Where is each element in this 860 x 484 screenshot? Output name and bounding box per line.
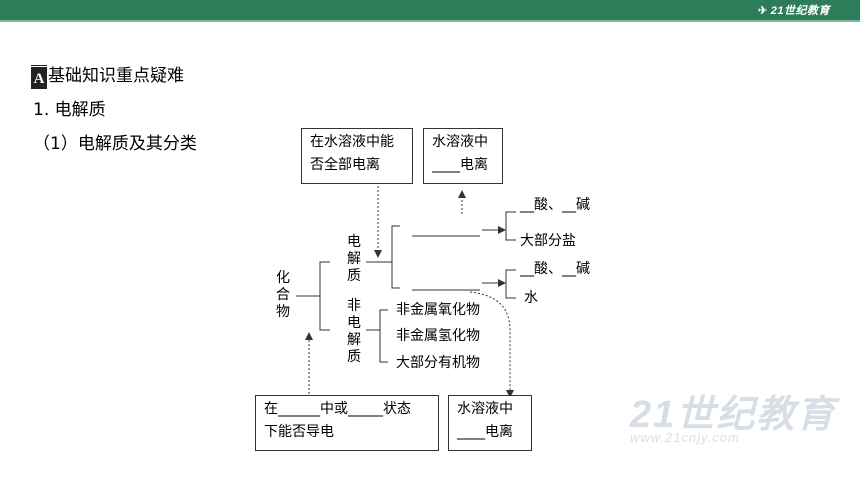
root-bracket <box>319 261 330 331</box>
box-bottom-blank: 水溶液中 ____电离 <box>448 395 532 451</box>
dotted-arrow-bottom <box>469 291 514 398</box>
weak-bracket <box>505 269 516 299</box>
strong-item-salt: 大部分盐 <box>520 233 576 249</box>
brand-text: 21世纪教育 <box>770 5 830 17</box>
root-char: 物 <box>276 304 290 320</box>
non-electrolyte-label: 非 电 解 质 <box>346 298 362 366</box>
box-ionize-all-line1: 在水溶液中能 <box>310 134 394 150</box>
electrolyte-bracket <box>391 225 400 289</box>
subtopic-heading: （1）电解质及其分类 <box>33 134 197 154</box>
box-ionize-all-line2: 否全部电离 <box>310 157 380 173</box>
section-title: 基础知识重点疑难 <box>48 66 184 86</box>
box-bottom-blank-line1: 水溶液中 <box>457 401 513 417</box>
non-electrolyte-item-hydride: 非金属氢化物 <box>396 328 480 344</box>
strong-item-acid-base: __酸、__碱 <box>520 197 590 213</box>
non-electrolyte-item-organic: 大部分有机物 <box>396 355 480 371</box>
section-badge: A <box>31 65 47 89</box>
runner-logo-icon: ✈ <box>758 5 768 17</box>
root-char: 合 <box>276 287 290 303</box>
non-electrolyte-char: 电 <box>347 315 361 331</box>
weak-item-water: 水 <box>524 290 538 306</box>
strong-bracket <box>505 211 516 241</box>
box-top-blank-line1: 水溶液中 <box>432 134 488 150</box>
banner-underline <box>0 20 860 22</box>
electrolyte-char: 电 <box>347 234 361 250</box>
box-conduct-line1: 在______中或_____状态 <box>264 401 411 417</box>
electrolyte-char: 质 <box>347 268 361 284</box>
box-ionize-all: 在水溶液中能 否全部电离 <box>301 128 413 184</box>
root-label: 化 合 物 <box>275 270 291 321</box>
non-electrolyte-item-oxide: 非金属氧化物 <box>396 302 480 318</box>
box-top-blank-line2: ____电离 <box>432 157 488 173</box>
topic-heading: 1. 电解质 <box>33 100 106 120</box>
top-banner: ✈21世纪教育 <box>0 0 860 20</box>
box-bottom-blank-line2: ____电离 <box>457 424 513 440</box>
non-electrolyte-char: 非 <box>347 298 361 314</box>
non-electrolyte-char: 质 <box>347 349 361 365</box>
root-char: 化 <box>276 270 290 286</box>
non-electrolyte-char: 解 <box>347 332 361 348</box>
box-top-blank: 水溶液中 ____电离 <box>423 128 503 184</box>
watermark-text: 21世纪教育 <box>630 394 837 436</box>
non-electrolyte-bracket <box>379 309 388 363</box>
weak-item-acid-base: __酸、__碱 <box>520 261 590 277</box>
electrolyte-char: 解 <box>347 251 361 267</box>
brand-logo: ✈21世纪教育 <box>758 2 830 18</box>
watermark-url: www.21cnjy.com <box>630 430 740 445</box>
box-conduct-line2: 下能否导电 <box>264 424 334 440</box>
box-conduct: 在______中或_____状态 下能否导电 <box>255 395 439 451</box>
electrolyte-label: 电 解 质 <box>346 234 362 285</box>
